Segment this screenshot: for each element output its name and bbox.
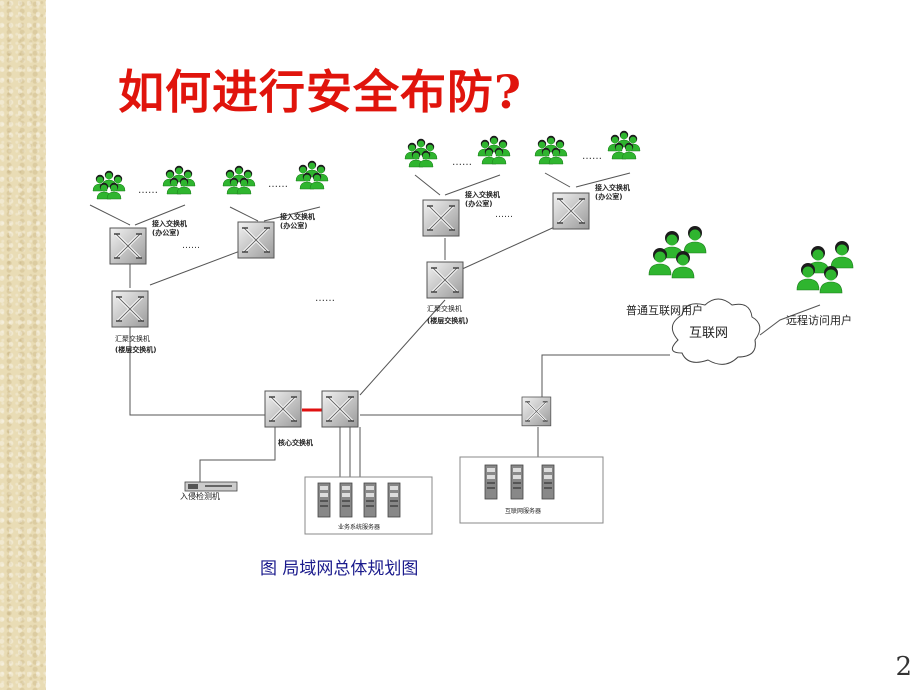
server-icon	[387, 482, 401, 518]
server-icon	[541, 464, 555, 500]
internet-servers-label: 互联网服务器	[505, 507, 541, 515]
network-diagram: …… …… …… …… …… …… …… 接入交换机 (办公室) 接入交换机 (…	[89, 125, 854, 535]
aggregation-switch-icon	[425, 260, 465, 300]
access-switch-sublabel: (办公室)	[595, 192, 622, 201]
internet-server-box	[459, 456, 604, 524]
access-switch-label: 接入交换机	[595, 183, 630, 192]
dots-label: ……	[452, 157, 472, 168]
normal-users-label: 普通互联网用户	[626, 303, 703, 317]
access-switch-label: 接入交换机	[152, 219, 187, 228]
server-icon	[339, 482, 353, 518]
access-switch-icon	[551, 191, 591, 231]
user-group-icon	[93, 171, 125, 199]
access-switch-label: 接入交换机	[465, 190, 500, 199]
dots-label: ……	[138, 185, 158, 196]
access-switch-icon	[421, 198, 461, 238]
server-icon	[510, 464, 524, 500]
core-switch-icon	[320, 389, 360, 429]
figure-caption: 图 局域网总体规划图	[260, 559, 419, 579]
user-group-icon	[296, 161, 328, 189]
access-switch-sublabel: (办公室)	[465, 199, 492, 208]
decorative-sidebar	[0, 0, 46, 690]
user-group-icon	[405, 139, 437, 167]
user-group-icon	[608, 131, 640, 159]
core-switch-icon	[263, 389, 303, 429]
user-group-icon	[223, 166, 255, 194]
dmz-switch-icon	[520, 395, 552, 427]
server-icon	[484, 464, 498, 500]
access-switch-sublabel: (办公室)	[152, 228, 179, 237]
aggregation-switch-label: 汇聚交换机	[115, 334, 150, 343]
server-icon	[317, 482, 331, 518]
business-servers-label: 业务系统服务器	[338, 523, 380, 531]
ids-label: 入侵检测机	[180, 491, 220, 501]
dots-label: ……	[315, 293, 335, 304]
page-number: 2	[895, 652, 912, 682]
aggregation-switch-sublabel: (楼层交换机)	[427, 316, 468, 325]
internet-cloud-icon	[671, 298, 761, 365]
aggregation-switch-sublabel: (楼层交换机)	[115, 345, 156, 354]
access-switch-sublabel: (办公室)	[280, 221, 307, 230]
aggregation-switch-icon	[110, 289, 150, 329]
normal-users-icon	[648, 225, 707, 279]
dots-label: ……	[182, 241, 200, 251]
user-group-icon	[163, 166, 195, 194]
slide-title: 如何进行安全布防?	[118, 65, 522, 114]
dots-label: ……	[268, 179, 288, 190]
access-switch-label: 接入交换机	[280, 212, 315, 221]
ids-device-icon	[184, 481, 238, 492]
remote-users-icon	[796, 240, 854, 294]
internet-label: 互联网	[689, 326, 728, 341]
server-icon	[363, 482, 377, 518]
core-switch-label: 核心交换机	[278, 438, 313, 447]
access-switch-icon	[236, 220, 276, 260]
dots-label: ……	[495, 210, 513, 220]
remote-users-label: 远程访问用户	[786, 313, 852, 327]
user-group-icon	[478, 136, 510, 164]
access-switch-icon	[108, 226, 148, 266]
dots-label: ……	[582, 151, 602, 162]
aggregation-switch-label: 汇聚交换机	[427, 304, 462, 313]
user-group-icon	[535, 136, 567, 164]
